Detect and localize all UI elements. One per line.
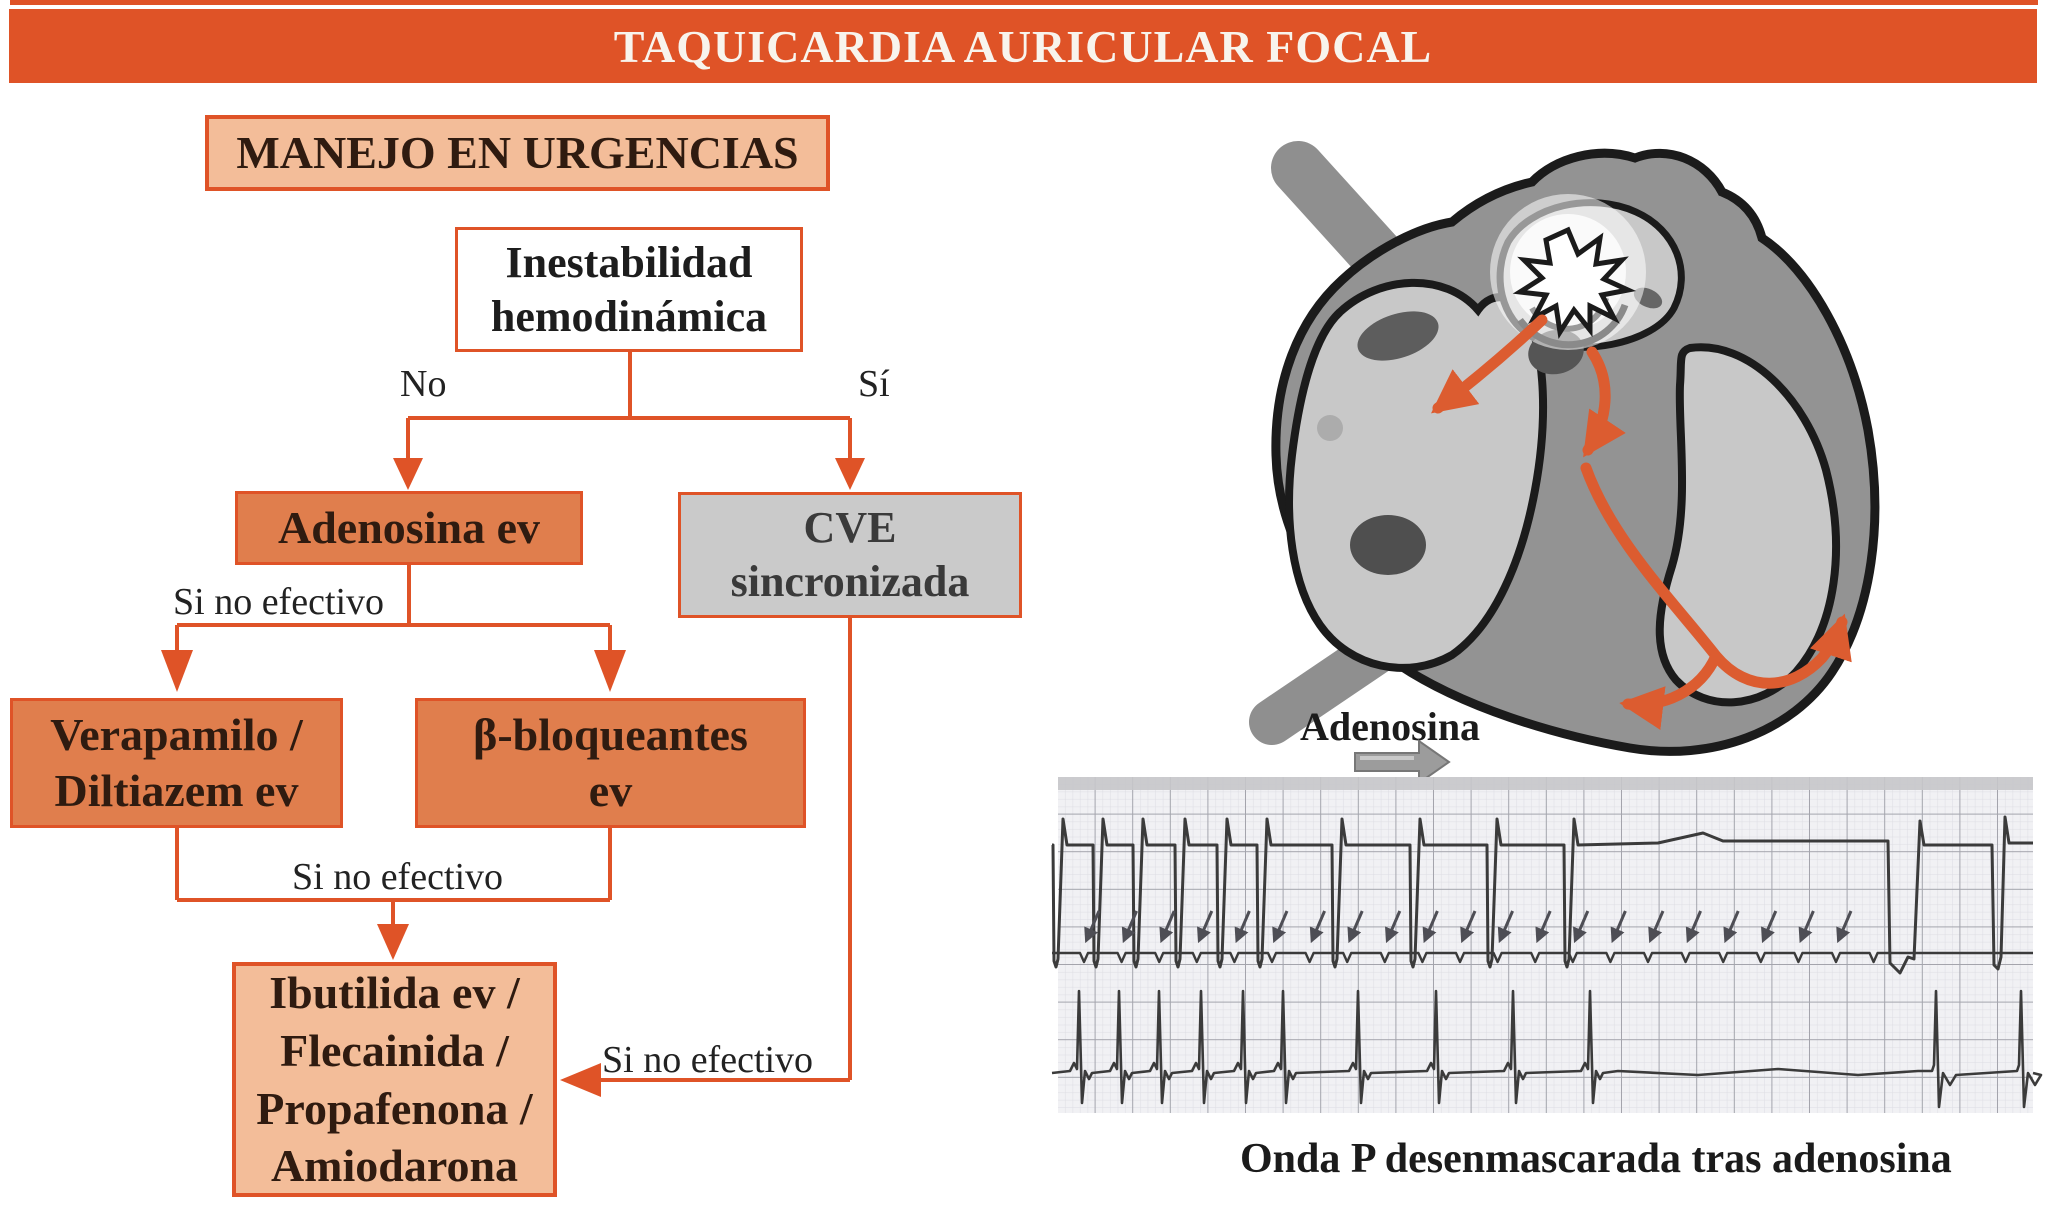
edge-label-not-effective-1: Si no efectivo xyxy=(173,581,385,623)
p-wave-arrow xyxy=(1723,910,1740,944)
flowchart-header-label: MANEJO EN URGENCIAS xyxy=(236,126,799,178)
arrow-focus-to-atrium xyxy=(1431,314,1548,414)
arrowhead-to-ibutilida xyxy=(377,924,409,960)
p-wave-arrow xyxy=(1573,910,1590,944)
arrowhead-left-to-ibutilida xyxy=(560,1063,601,1097)
ecg-traces xyxy=(1051,815,2043,1109)
drug-label-adenosina: Adenosina xyxy=(1300,704,1481,749)
decision-line-1: Inestabilidad xyxy=(505,237,753,287)
p-wave-arrow xyxy=(1347,910,1364,944)
arrow-to-av-node xyxy=(1582,346,1626,458)
gray-right-arrow xyxy=(1354,739,1451,785)
p-wave-arrow xyxy=(1422,910,1439,944)
p-wave-arrow xyxy=(1385,910,1402,944)
node-verapamilo: Verapamilo / Diltiazem ev xyxy=(10,698,343,828)
conduction-arrows xyxy=(1431,314,1852,730)
node-ibutilida: Ibutilida ev / Flecainida / Propafenona … xyxy=(232,962,557,1197)
node-cve-line-1: CVE xyxy=(803,503,897,553)
vein-opening-1 xyxy=(1357,311,1439,361)
ecg-strip xyxy=(1051,777,2043,1113)
banner: TAQUICARDIA AURICULAR FOCAL xyxy=(9,9,2037,83)
node-betablockers-line-2: ev xyxy=(588,765,633,816)
node-verapamilo-line-2: Diltiazem ev xyxy=(54,765,299,816)
p-wave-arrow xyxy=(1084,910,1101,944)
arrow-septum-to-right xyxy=(1580,462,1852,689)
p-wave-arrow xyxy=(1197,910,1214,944)
p-wave-arrow xyxy=(1798,910,1815,944)
node-cve-line-2: sincronizada xyxy=(730,557,970,606)
node-adenosina: Adenosina ev xyxy=(235,491,583,565)
node-ibutilida-line-2: Flecainida / xyxy=(280,1024,509,1076)
heart-illustration xyxy=(1249,141,1880,756)
heart-right-ventricle xyxy=(1655,343,1840,707)
ectopic-focus-starburst xyxy=(1490,194,1646,350)
node-ibutilida-line-1: Ibutilida ev / xyxy=(269,966,520,1018)
arrow-apex-left xyxy=(1619,650,1722,730)
node-adenosina-label: Adenosina ev xyxy=(278,501,540,553)
arrowhead-to-betablockers xyxy=(594,650,626,692)
edge-label-not-effective-3: Si no efectivo xyxy=(602,1039,814,1081)
banner-title: TAQUICARDIA AURICULAR FOCAL xyxy=(613,20,1433,72)
arrowhead-to-cve xyxy=(835,458,865,490)
arrowhead-to-adenosina xyxy=(393,458,423,490)
p-wave-arrow xyxy=(1159,910,1176,944)
p-wave-arrow xyxy=(1761,910,1778,944)
top-rule xyxy=(10,0,2038,5)
p-wave-arrow xyxy=(1685,910,1702,944)
vein-opening-3 xyxy=(1350,515,1426,575)
p-wave-arrow xyxy=(1497,910,1514,944)
p-wave-arrow xyxy=(1460,910,1477,944)
arrowhead-to-verapamilo xyxy=(161,650,193,692)
p-wave-arrow xyxy=(1610,910,1627,944)
ecg-top-band xyxy=(1058,777,2033,790)
branch-label-no: No xyxy=(400,363,447,405)
branch-label-yes: Sí xyxy=(858,363,890,405)
p-wave-arrow xyxy=(1836,910,1853,944)
flowchart-header-box: MANEJO EN URGENCIAS xyxy=(205,115,830,191)
p-wave-arrow xyxy=(1535,910,1552,944)
node-betablockers-line-1: β-bloqueantes xyxy=(473,708,748,760)
p-wave-arrow xyxy=(1121,910,1138,944)
p-wave-arrow xyxy=(1234,910,1251,944)
p-wave-arrow xyxy=(1272,910,1289,944)
node-betablockers: β-bloqueantes ev xyxy=(415,698,806,828)
node-cve: CVE sincronizada xyxy=(678,492,1022,618)
decision-box-inestabilidad: Inestabilidad hemodinámica xyxy=(455,227,803,352)
node-ibutilida-line-4: Amiodarona xyxy=(270,1140,519,1192)
edge-label-not-effective-2: Si no efectivo xyxy=(292,856,504,898)
ecg-caption: Onda P desenmascarada tras adenosina xyxy=(1240,1136,1952,1182)
adenosina-arrow xyxy=(1354,739,1451,785)
vein-opening-2 xyxy=(1317,415,1343,441)
node-verapamilo-line-1: Verapamilo / xyxy=(50,708,303,760)
node-ibutilida-line-3: Propafenona / xyxy=(256,1082,533,1134)
p-wave-arrow xyxy=(1648,910,1665,944)
decision-line-2: hemodinámica xyxy=(490,291,768,341)
p-wave-arrow xyxy=(1309,910,1326,944)
ecg-grid xyxy=(1058,777,2033,1113)
